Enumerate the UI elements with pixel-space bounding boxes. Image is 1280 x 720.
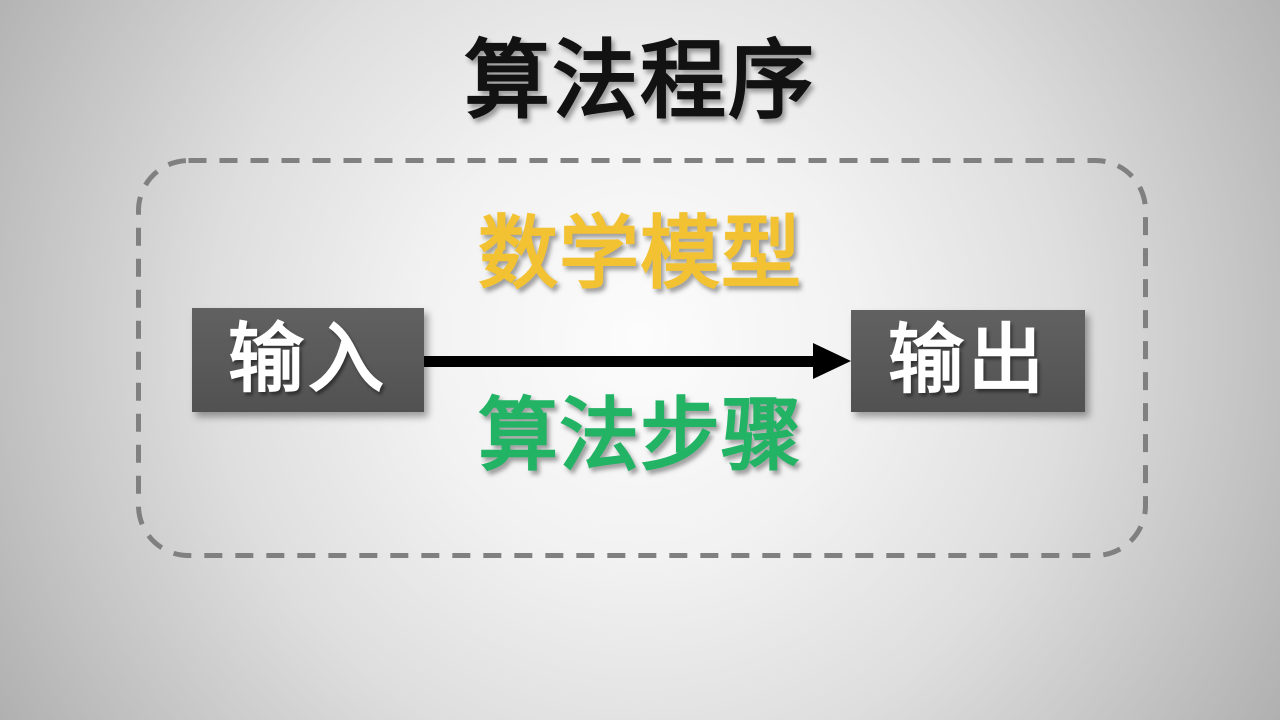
steps-label: 算法步骤 bbox=[478, 391, 802, 480]
input-box-label: 输入 bbox=[228, 317, 388, 402]
output-box: 输出 bbox=[851, 310, 1085, 412]
arrow-line bbox=[424, 356, 816, 367]
dashed-border-icon bbox=[136, 158, 1148, 558]
output-box-label: 输出 bbox=[888, 318, 1048, 403]
model-label: 数学模型 bbox=[478, 209, 802, 298]
page-title: 算法程序 bbox=[464, 33, 816, 129]
input-box: 输入 bbox=[192, 308, 424, 412]
dashed-container bbox=[136, 158, 1148, 558]
arrow-head bbox=[813, 343, 851, 379]
right-arrow-icon bbox=[424, 343, 851, 379]
